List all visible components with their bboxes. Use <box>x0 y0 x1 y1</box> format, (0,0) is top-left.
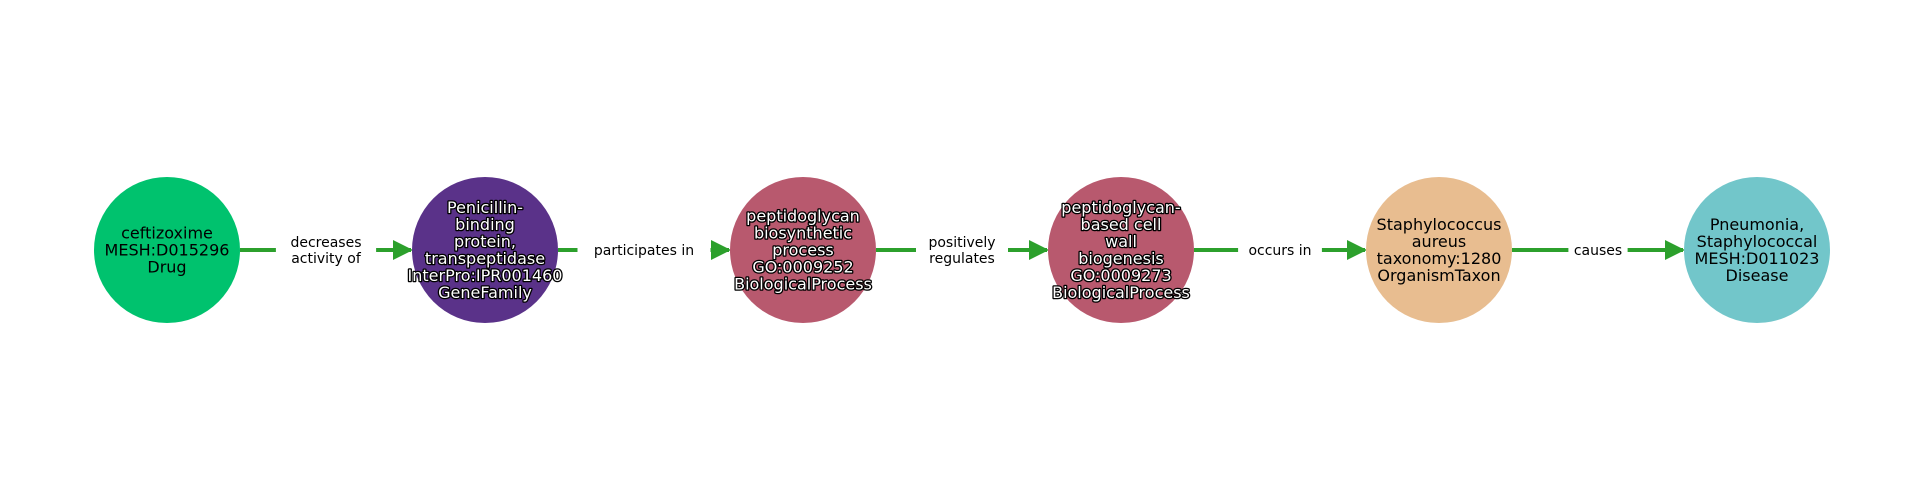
node-label-line: ceftizoxime <box>121 224 213 243</box>
node-label-line: wall <box>1105 232 1137 251</box>
node-circle <box>1366 177 1512 323</box>
edge-label-background <box>916 232 1008 268</box>
node-label-line: Pneumonia, <box>1710 215 1804 234</box>
node-circle <box>730 177 876 323</box>
node-label-line: GeneFamily <box>438 283 532 302</box>
edge-label-line: decreases <box>290 235 361 251</box>
edge-label: participates in <box>594 243 694 259</box>
node-circle <box>94 177 240 323</box>
edge-label-background <box>1568 240 1628 260</box>
node-label-line: OrganismTaxon <box>1377 266 1500 285</box>
edge-label-line: positively <box>928 235 995 251</box>
edge-label: causes <box>1574 243 1622 259</box>
node-label-line: process <box>772 241 833 260</box>
edge-n4-n5: occurs in <box>1194 240 1367 260</box>
node-label-line: peptidoglycan <box>746 207 860 226</box>
edge-label-line: activity of <box>291 251 362 267</box>
node-label-line: BiologicalProcess <box>734 275 872 294</box>
node-label-line: BiologicalProcess <box>1052 283 1190 302</box>
edge-label: occurs in <box>1248 243 1311 259</box>
edge-n5-n6: causes <box>1512 240 1685 260</box>
node-label-line: biogenesis <box>1078 249 1164 268</box>
edge-n2-n3: participates in <box>558 240 731 260</box>
node-label-line: aureus <box>1412 232 1467 251</box>
node-circle <box>1048 177 1194 323</box>
node-label-line: Penicillin- <box>447 198 523 217</box>
node-label-line: MESH:D011023 <box>1695 249 1820 268</box>
node-label-line: based cell <box>1081 215 1162 234</box>
node-label-line: GO:0009252 <box>752 258 853 277</box>
node-label-line: Disease <box>1726 266 1789 285</box>
edge-label-background <box>275 232 377 268</box>
node-label-line: InterPro:IPR001460 <box>408 266 563 285</box>
node-circle <box>412 177 558 323</box>
node-label-line: Drug <box>147 258 186 277</box>
node-label-line: peptidoglycan- <box>1061 198 1180 217</box>
edge-label-line: causes <box>1574 243 1622 259</box>
edge-label-line: occurs in <box>1248 243 1311 259</box>
edge-label-background <box>1238 240 1322 260</box>
node-label-line: transpeptidase <box>425 249 545 268</box>
node-label-line: Staphylococcus <box>1377 215 1502 234</box>
edge-label-line: participates in <box>594 243 694 259</box>
node-label-line: protein, <box>454 232 516 251</box>
node-circle <box>1684 177 1830 323</box>
edge-label-line: regulates <box>929 251 995 267</box>
node-label-line: GO:0009273 <box>1070 266 1171 285</box>
node-label-line: biosynthetic <box>754 224 852 243</box>
node-label-line: taxonomy:1280 <box>1377 249 1502 268</box>
node-label-line: binding <box>455 215 515 234</box>
edge-label-background <box>577 240 711 260</box>
node-label-line: MESH:D015296 <box>105 241 230 260</box>
node-label-line: Staphylococcal <box>1697 232 1818 251</box>
